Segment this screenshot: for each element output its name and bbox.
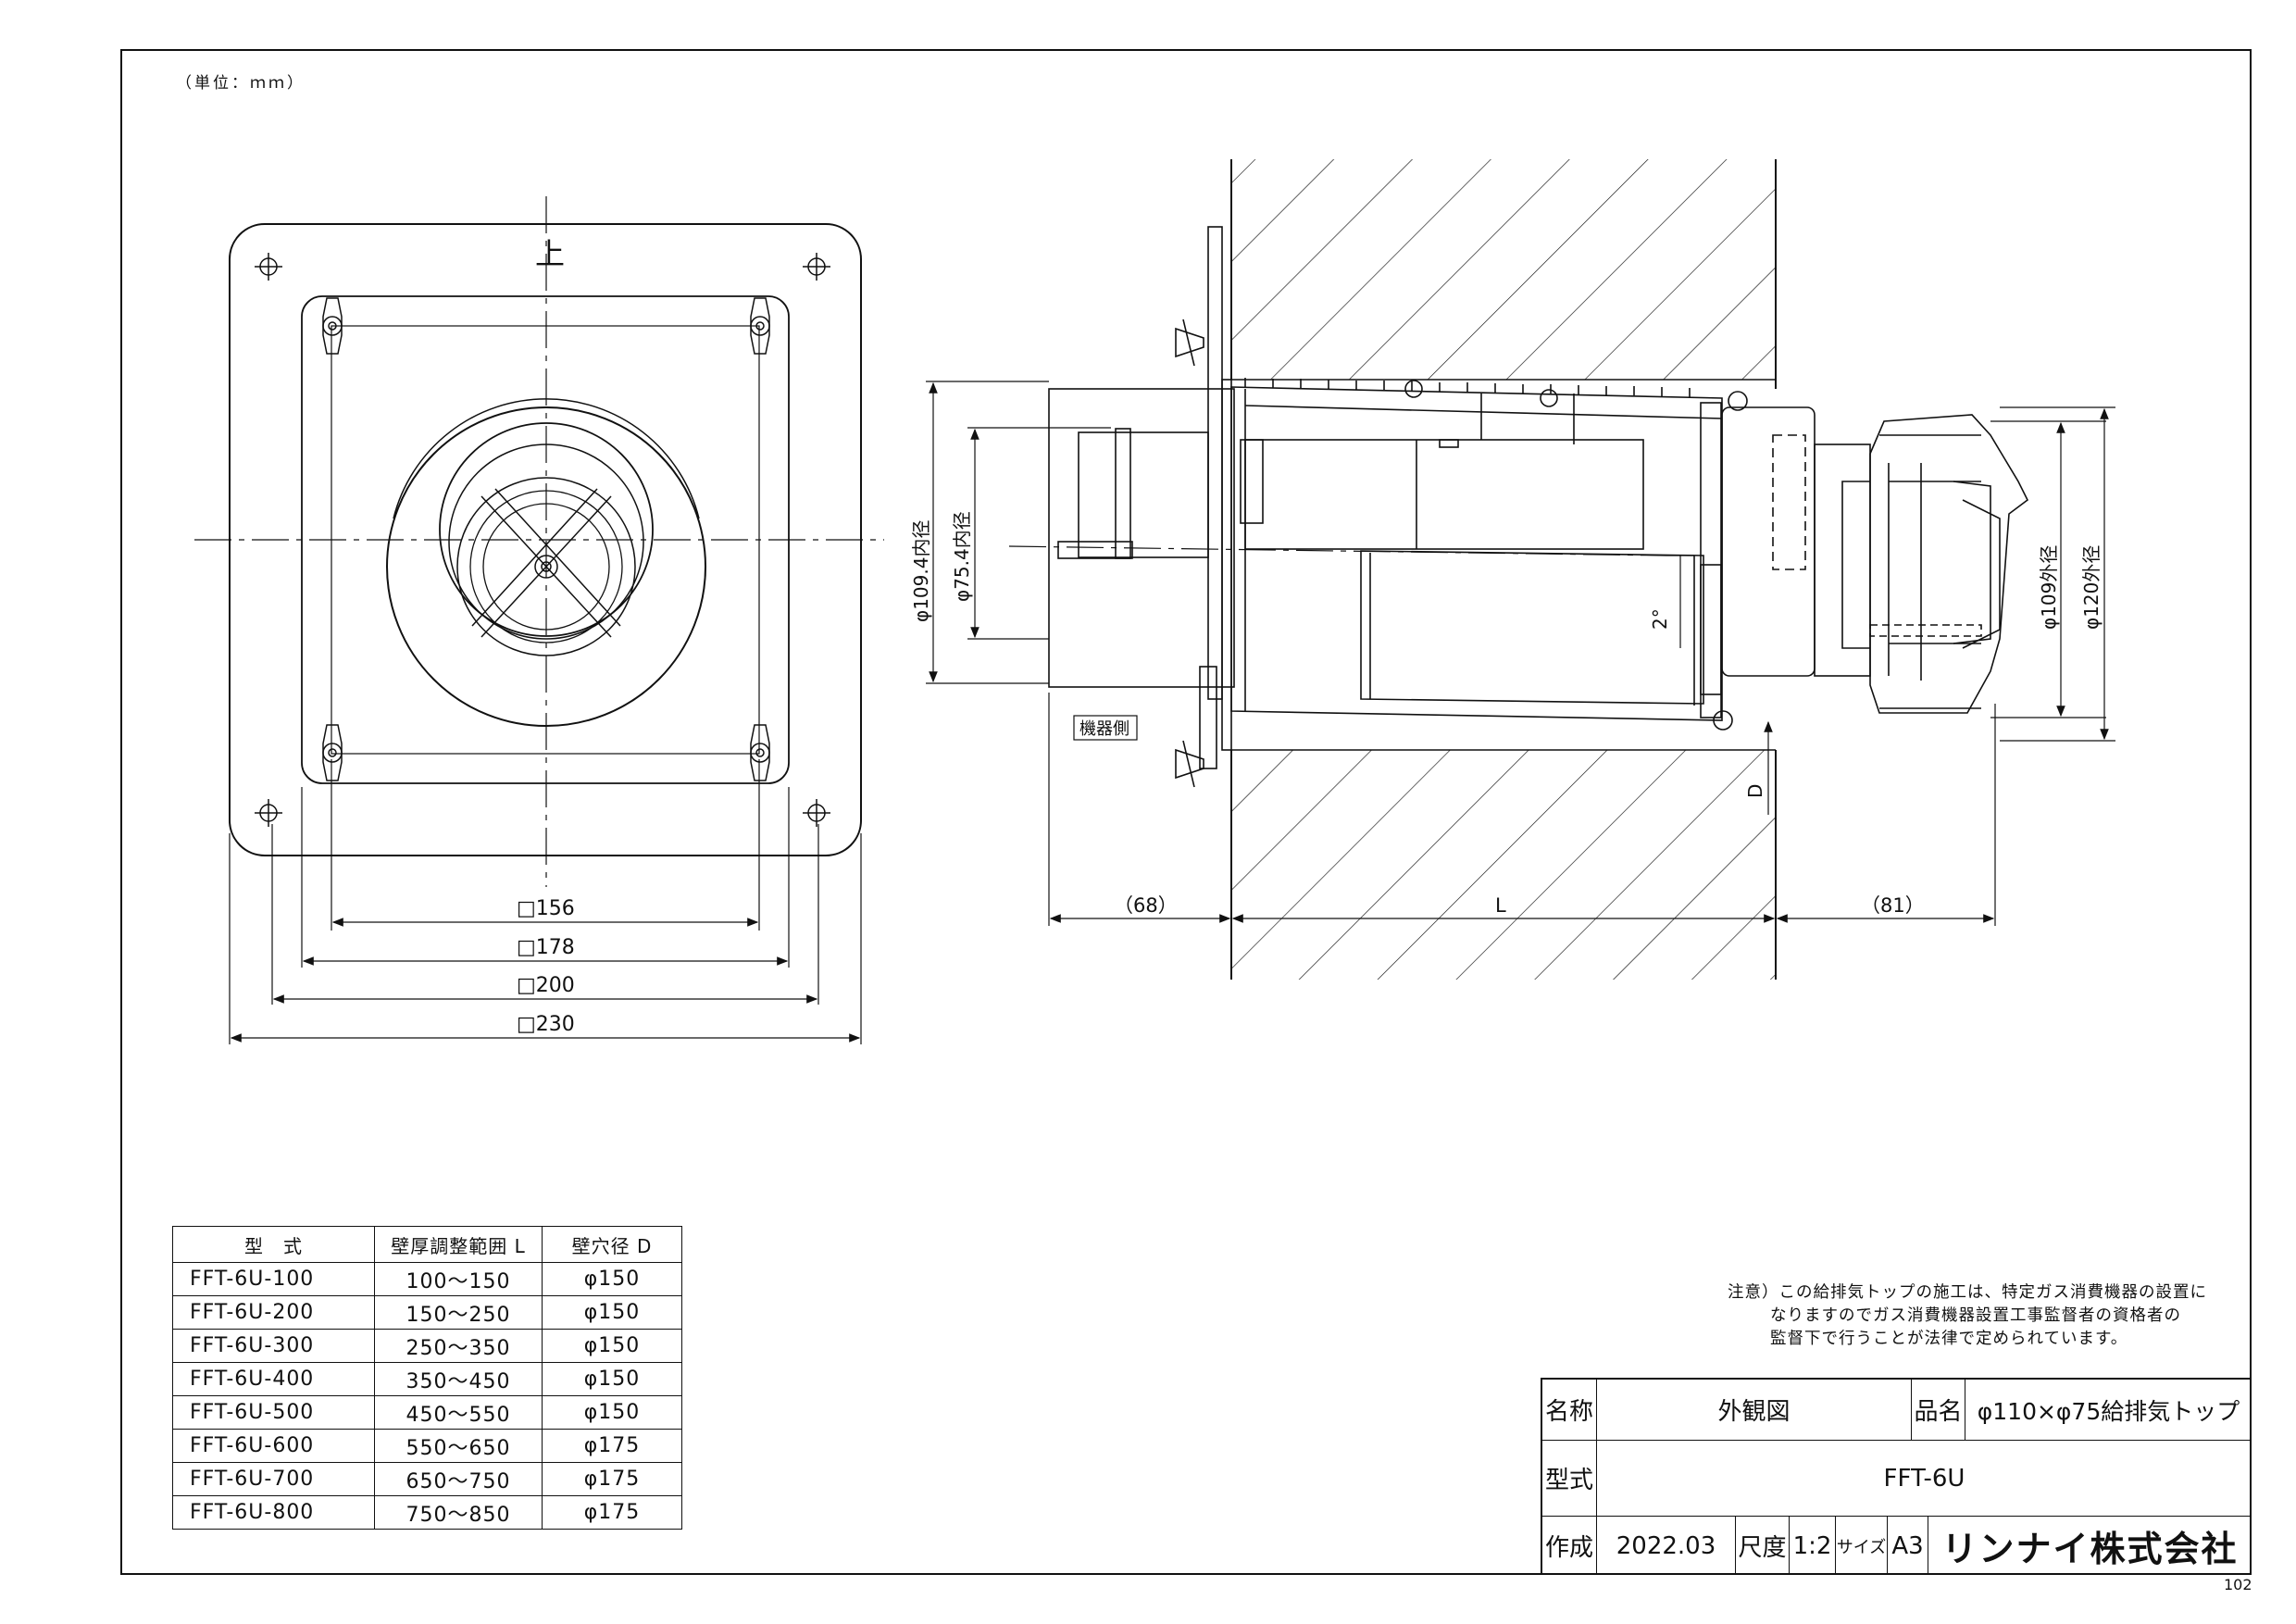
drawing-frame [120,49,2252,1575]
dim-68: （68） [1114,894,1178,917]
wing-nut-icons [322,297,770,781]
cell-model: FFT-6U-200 [172,1295,375,1330]
cell-wall-range: 150～250 [374,1295,543,1330]
cell-model: FFT-6U-600 [172,1429,375,1463]
product-label: 品名 [1911,1380,1965,1440]
front-dimension-lines [229,759,862,1044]
made-label: 作成 [1542,1516,1596,1575]
label-inner-dia-109-4: φ109.4内径 [910,520,932,622]
cell-hole-dia: φ175 [542,1429,682,1463]
cell-model: FFT-6U-500 [172,1395,375,1430]
wing-bolt-upper [1175,319,1204,367]
cell-hole-dia: φ175 [542,1462,682,1496]
label-slope: 2° [1649,608,1671,630]
name-label: 名称 [1544,1398,1593,1426]
dim-L: L [1495,894,1506,917]
pipe-assembly [1048,226,2029,788]
note-line: 監督下で行うことが法律で定められています。 [1770,1330,2128,1348]
dim-81: （81） [1861,894,1925,917]
corner-holes [255,253,830,827]
cell-wall-range: 650～750 [374,1462,543,1496]
guard-cross [471,488,621,638]
cell-hole-dia: φ150 [542,1262,682,1296]
cell-hole-dia: φ150 [542,1295,682,1330]
label-outer-dia-109: φ109外径 [2038,545,2060,630]
spec-table-header: 型 式 壁厚調整範囲 L 壁穴径 D [172,1226,682,1263]
caution-note: 注意）この給排気トップの施工は、特定ガス消費機器の設置に なりますのでガス消費機… [1728,1281,2207,1351]
dim-200: □200 [517,974,575,997]
header-model: 型 式 [172,1226,375,1263]
cell-wall-range: 100～150 [374,1262,543,1296]
name-value: 外観図 [1596,1380,1911,1440]
header-wall-range: 壁厚調整範囲 L [374,1226,543,1263]
header-hole-dia: 壁穴径 D [542,1226,682,1263]
cell-model: FFT-6U-700 [172,1462,375,1496]
cell-model: FFT-6U-400 [172,1362,375,1396]
dim-230: □230 [517,1013,575,1036]
top-mark: 上 [535,236,565,271]
hood-circles [386,398,706,727]
section-dimension-lines [926,381,2115,980]
dim-178: □178 [517,936,575,959]
cell-hole-dia: φ175 [542,1495,682,1530]
product-value: φ110×φ75給排気トップ [1965,1380,2252,1440]
cell-hole-dia: φ150 [542,1329,682,1363]
cell-wall-range: 550～650 [374,1429,543,1463]
title-block: 名称 外観図 品名 φ110×φ75給排気トップ 型式 FFT-6U 作成 20… [1541,1378,2252,1575]
cell-hole-dia: φ150 [542,1395,682,1430]
model-value: FFT-6U [1596,1440,2252,1516]
cell-wall-range: 750～850 [374,1495,543,1530]
note-line: 注意）この給排気トップの施工は、特定ガス消費機器の設置に [1728,1283,2207,1302]
cell-wall-range: 350～450 [374,1362,543,1396]
cell-hole-dia: φ150 [542,1362,682,1396]
size-value: A3 [1887,1516,1928,1575]
cell-wall-range: 450～550 [374,1395,543,1430]
cell-wall-range: 250～350 [374,1329,543,1363]
appliance-side-box [1073,715,1138,741]
made-value: 2022.03 [1596,1516,1735,1575]
cell-model: FFT-6U-300 [172,1329,375,1363]
label-hole-dia: D [1744,784,1766,798]
model-label: 型式 [1542,1440,1596,1516]
unit-note: （単位：ｍｍ） [176,74,306,93]
cell-model: FFT-6U-800 [172,1495,375,1530]
label-appliance-side: 機器側 [1079,719,1129,739]
wing-bolt-lower [1175,740,1204,788]
label-inner-dia-75-4: φ75.4内径 [951,511,973,602]
size-label: サイズ [1835,1516,1887,1575]
dim-156: □156 [517,897,575,920]
label-outer-dia-120: φ120外径 [2080,545,2103,630]
company-logo: リンナイ株式会社 [1928,1516,2252,1575]
scale-value: 1:2 [1789,1516,1835,1575]
wall-section [1230,159,1777,980]
cell-model: FFT-6U-100 [172,1262,375,1296]
page-number: 102 [2224,1576,2252,1593]
note-line: なりますのでガス消費機器設置工事監督者の資格者の [1770,1306,2181,1325]
scale-label: 尺度 [1735,1516,1789,1575]
